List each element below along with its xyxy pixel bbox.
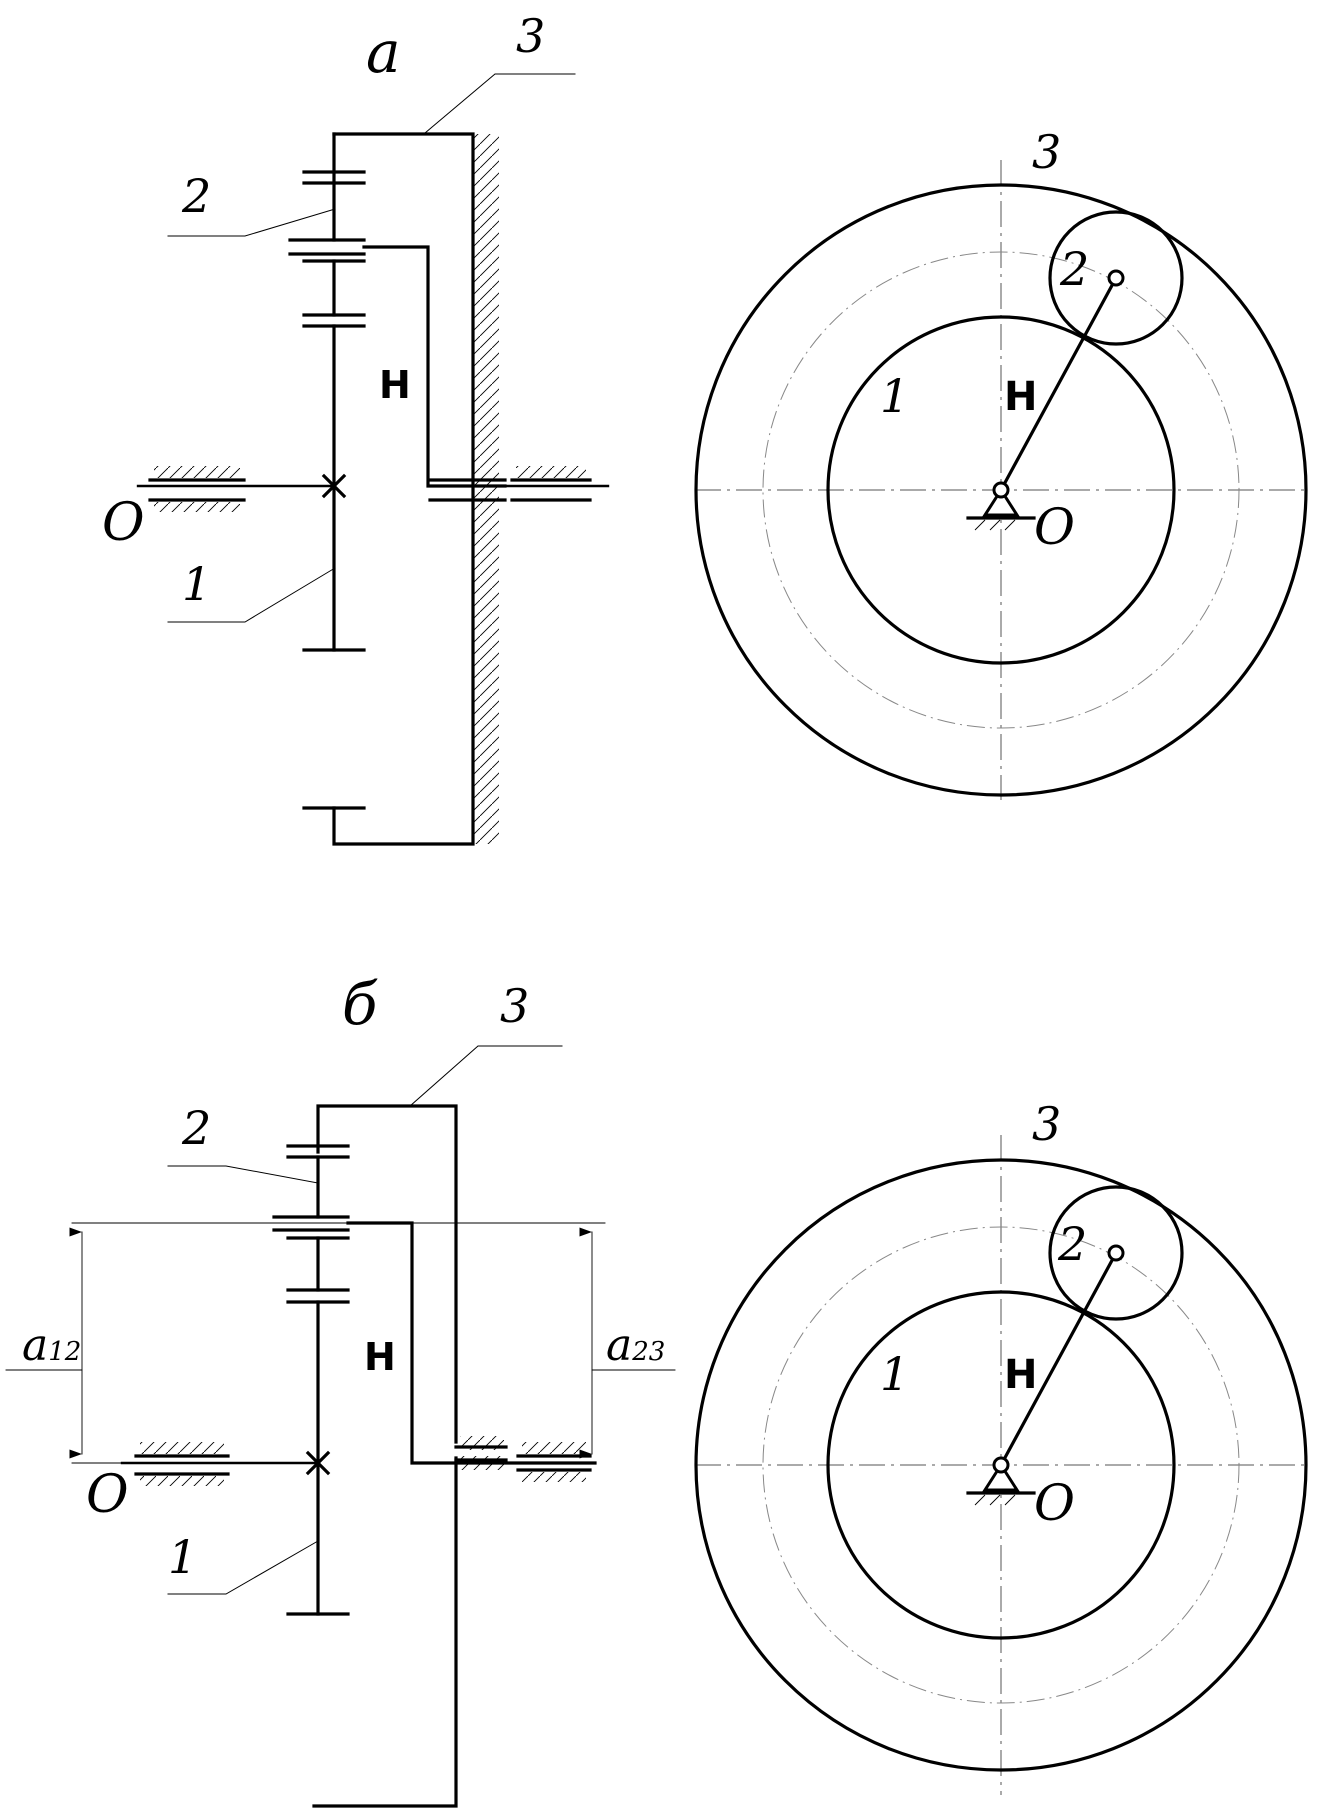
label-ring-front-a: 3 [1032,125,1061,179]
carrier-arm-b [998,1250,1119,1468]
planet-pivot-a [1107,269,1125,287]
label-ring-a: 3 [516,9,545,63]
planet-gear-b [272,1144,350,1304]
planet-pivot-b [1107,1244,1125,1262]
leader-planet-b [167,1165,319,1184]
right-bearing-hatch-top-b [522,1442,586,1454]
label-axis-front-b: O [1034,1474,1075,1532]
shaft-bearing-hatch-bottom-b [140,1476,224,1486]
ring-circle-b [694,1158,1308,1772]
label-planet-front-b: 2 [1057,1217,1087,1271]
joint-cross-a [321,473,347,499]
ring-gear-lower-b [312,1456,458,1808]
label-axis-front-a: O [1034,498,1075,556]
diagram-a-side-view: а [102,9,610,846]
label-planet-a: 2 [181,169,211,223]
label-planet-front-a: 2 [1059,242,1089,296]
joint-cross-b [305,1450,331,1476]
planet-gear-a [288,170,366,328]
right-bearing-hatch-bottom-b [522,1472,586,1482]
carrier-path-circle-b [762,1226,1240,1704]
shaft-bearing-hatch-top-b [140,1442,224,1454]
shaft-bearing-hatch-top-a [154,466,240,478]
sun-circle-a [826,315,1176,665]
sun-circle-b [826,1290,1176,1640]
label-sun-front-a: 1 [880,369,909,423]
ring-gear-b [316,1104,458,1444]
label-ring-front-b: 3 [1032,1097,1061,1151]
leader-sun-a [167,567,336,623]
ground-support-b [966,1456,1036,1506]
leader-ring-a [424,73,576,134]
ring-gear-a [332,132,475,846]
dim-a23-label: a23 [606,1320,665,1371]
carrier-a [362,245,507,488]
diagram-b-side-view: б [5,970,676,1808]
label-ring-b: 3 [500,979,529,1033]
planet-circle-a [1048,210,1184,346]
label-sun-b: 1 [168,1530,197,1584]
leader-planet-a [167,208,336,237]
label-carrier-a: H [379,363,411,407]
label-axis-b: O [86,1465,129,1525]
housing-hatch-a [473,134,499,844]
label-carrier-b: H [364,1335,396,1379]
leader-ring-b [409,1045,563,1107]
ground-support-a [966,481,1036,531]
diagram-b-front-view: 3 2 1 H O [694,1097,1310,1795]
diagram-a-front-view: 3 2 1 H O [694,125,1310,800]
dim-a12-label: a12 [22,1320,81,1371]
label-planet-b: 2 [181,1101,211,1155]
right-bearing-hatch-top-a [516,466,586,478]
diagram-a-title: а [366,18,401,86]
shaft-bearing-hatch-bottom-a [154,502,240,512]
leader-sun-b [167,1540,319,1595]
ring-circle-a [694,183,1308,797]
label-sun-a: 1 [182,557,211,611]
label-axis-a: O [102,493,145,553]
diagram-b-title: б [342,970,378,1038]
label-carrier-front-a: H [1004,374,1037,420]
carrier-arm-a [998,275,1119,493]
label-sun-front-b: 1 [880,1347,909,1401]
carrier-path-circle-a [762,251,1240,729]
label-carrier-front-b: H [1004,1352,1037,1398]
planet-circle-b [1048,1185,1184,1321]
